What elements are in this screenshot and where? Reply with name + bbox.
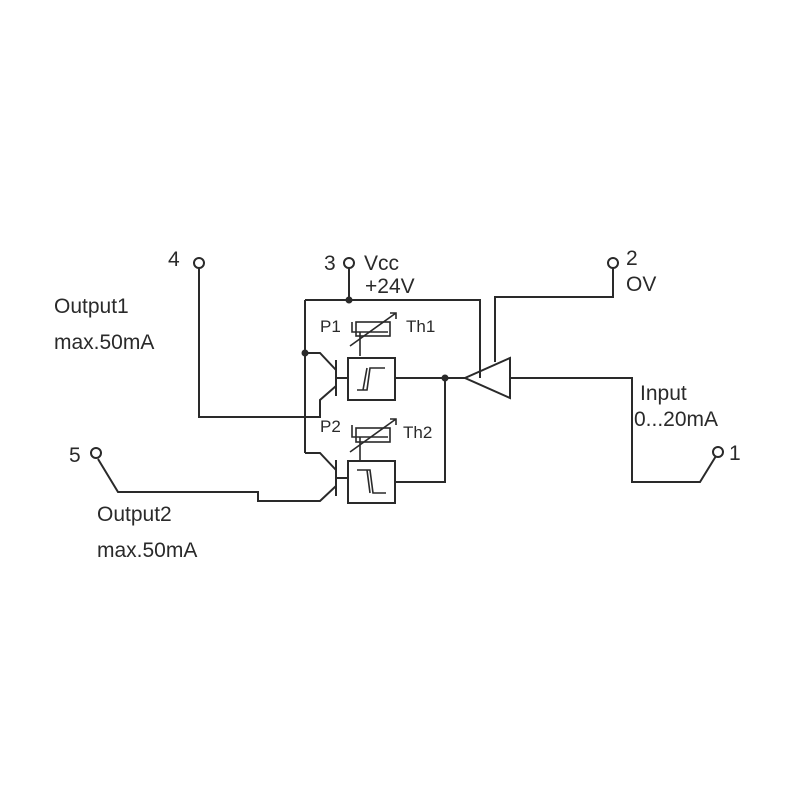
terminal-2 <box>607 257 619 269</box>
th2-wire <box>351 425 388 460</box>
wiring <box>97 268 717 502</box>
amp-input-wire <box>510 377 717 483</box>
input-amplifier <box>462 356 511 400</box>
output1-wire <box>198 268 337 418</box>
terminal-1-label: 1 <box>729 442 741 465</box>
p2-label: P2 <box>320 417 341 436</box>
junction-collector <box>301 349 309 357</box>
hysteresis-rising-icon <box>357 367 385 391</box>
vcc-label: Vcc <box>364 252 399 275</box>
comparator-2 <box>347 460 396 504</box>
thermistor-th1 <box>349 312 397 347</box>
terminal-4 <box>193 257 205 269</box>
ground-label: OV <box>626 273 656 296</box>
terminal-2-label: 2 <box>626 247 638 270</box>
comparator2-out <box>395 378 446 483</box>
terminal-5 <box>90 447 102 459</box>
th2-arrow <box>349 418 397 453</box>
th2-label: Th2 <box>403 423 432 442</box>
terminal-3 <box>343 257 355 269</box>
terminals <box>90 257 724 459</box>
terminal-5-label: 5 <box>69 444 81 467</box>
terminal-3-label: 3 <box>324 252 336 275</box>
terminal-4-label: 4 <box>168 248 180 271</box>
p1-label: P1 <box>320 317 341 336</box>
vcc-voltage-label: +24V <box>365 275 415 298</box>
ground-wire <box>494 268 614 362</box>
output2-name: Output2 <box>97 503 172 526</box>
junction-vcc <box>345 296 353 304</box>
input-name: Input <box>640 382 687 405</box>
terminal-1 <box>712 446 724 458</box>
junction-output-node <box>441 374 449 382</box>
th1-wire <box>351 322 388 356</box>
collector2-wire <box>305 452 337 471</box>
hysteresis-falling-icon <box>357 469 386 494</box>
th1-label: Th1 <box>406 317 435 336</box>
output2-rating: max.50mA <box>97 539 197 562</box>
thermistor-th2 <box>349 418 397 453</box>
junctions <box>301 296 449 382</box>
collector1-wire <box>305 352 337 371</box>
transistor1-base <box>335 360 348 396</box>
input-range: 0...20mA <box>634 408 718 431</box>
output2-wire <box>97 458 337 502</box>
labels: 4 3 Vcc +24V 2 OV Output1 max.50mA 5 Out… <box>54 247 741 562</box>
comparator-1 <box>347 357 396 401</box>
vcc-bus <box>305 299 481 378</box>
th1-arrow <box>349 312 397 347</box>
output1-name: Output1 <box>54 295 129 318</box>
transistor2-base <box>335 460 348 496</box>
output1-rating: max.50mA <box>54 331 154 354</box>
